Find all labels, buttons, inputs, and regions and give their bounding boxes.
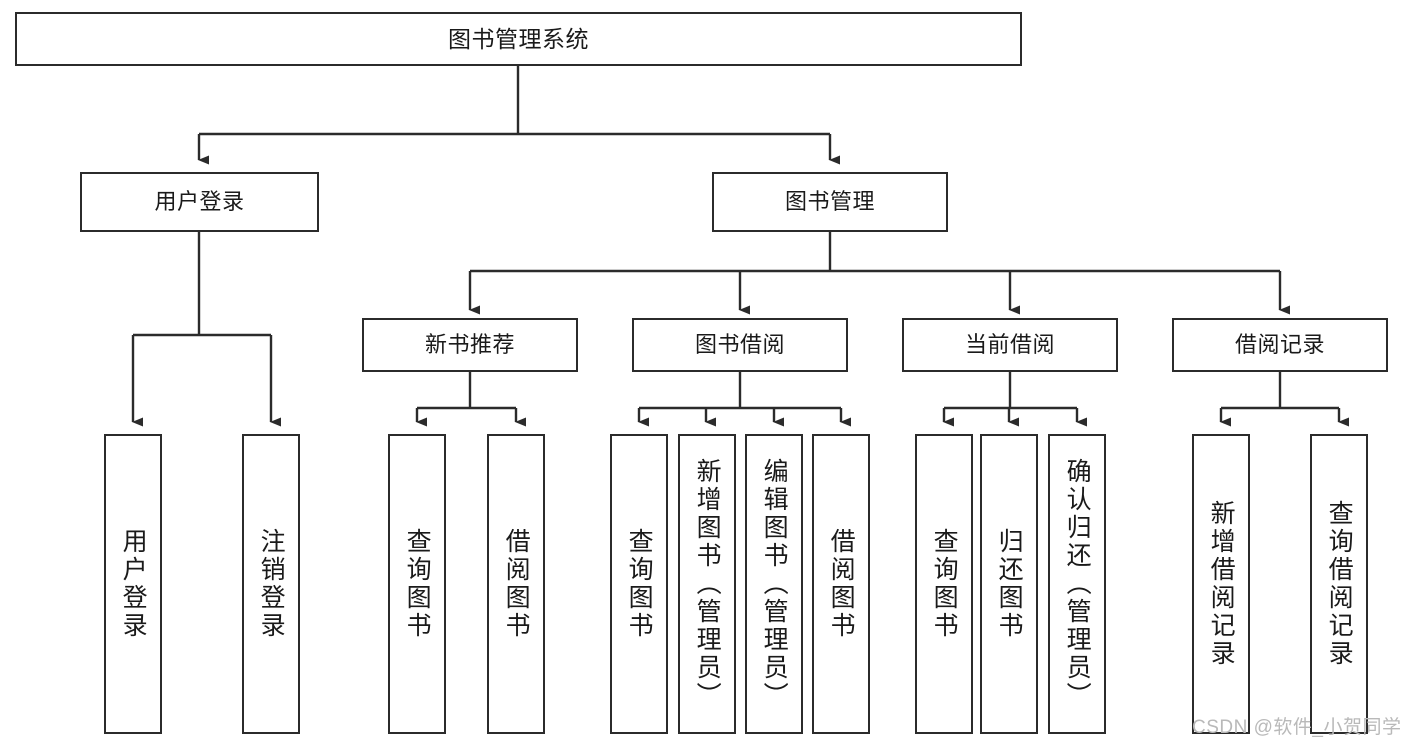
node-book-borrow-label: 图书借阅 [694,332,785,358]
node-book-management-label: 图书管理 [784,189,875,215]
node-root-system-label: 图书管理系统 [448,25,589,52]
node-leaf-current-confirm-return[interactable]: 确认归还（管理员） [1048,434,1106,734]
csdn-watermark: CSDN @软件_小贺同学 [1192,717,1402,738]
node-current-borrow[interactable]: 当前借阅 [902,318,1118,372]
node-leaf-current-return[interactable]: 归还图书 [980,434,1038,734]
node-leaf-user-login-login[interactable]: 用户登录 [104,434,162,734]
node-leaf-record-query[interactable]: 查询借阅记录 [1310,434,1368,734]
node-leaf-borrow-query[interactable]: 查询图书 [610,434,668,734]
node-leaf-user-login-logout[interactable]: 注销登录 [242,434,300,734]
node-new-book-recommend[interactable]: 新书推荐 [362,318,578,372]
node-leaf-borrow-edit[interactable]: 编辑图书（管理员） [745,434,803,734]
node-leaf-borrow-edit-label: 编辑图书（管理员） [760,458,789,710]
node-leaf-user-login-logout-label: 注销登录 [257,528,286,640]
node-leaf-user-login-login-label: 用户登录 [119,528,148,640]
node-borrow-record-label: 借阅记录 [1234,332,1325,358]
node-leaf-newbook-borrow-label: 借阅图书 [502,528,531,640]
node-book-management[interactable]: 图书管理 [712,172,948,232]
node-current-borrow-label: 当前借阅 [964,332,1055,358]
node-book-borrow[interactable]: 图书借阅 [632,318,848,372]
node-leaf-borrow-query-label: 查询图书 [625,528,654,640]
node-leaf-borrow-add[interactable]: 新增图书（管理员） [678,434,736,734]
node-leaf-borrow-borrow-label: 借阅图书 [827,528,856,640]
node-leaf-current-query[interactable]: 查询图书 [915,434,973,734]
node-user-login[interactable]: 用户登录 [80,172,319,232]
node-leaf-newbook-query[interactable]: 查询图书 [388,434,446,734]
node-leaf-borrow-borrow[interactable]: 借阅图书 [812,434,870,734]
node-leaf-record-query-label: 查询借阅记录 [1325,500,1354,668]
node-leaf-record-add-label: 新增借阅记录 [1207,500,1236,668]
node-leaf-current-return-label: 归还图书 [995,528,1024,640]
node-leaf-current-query-label: 查询图书 [930,528,959,640]
node-leaf-record-add[interactable]: 新增借阅记录 [1192,434,1250,734]
node-leaf-newbook-borrow[interactable]: 借阅图书 [487,434,545,734]
node-leaf-current-confirm-return-label: 确认归还（管理员） [1063,458,1092,710]
node-leaf-borrow-add-label: 新增图书（管理员） [693,458,722,710]
node-user-login-label: 用户登录 [154,189,245,215]
node-leaf-newbook-query-label: 查询图书 [403,528,432,640]
node-new-book-recommend-label: 新书推荐 [424,332,515,358]
node-borrow-record[interactable]: 借阅记录 [1172,318,1388,372]
node-root-system[interactable]: 图书管理系统 [15,12,1022,66]
